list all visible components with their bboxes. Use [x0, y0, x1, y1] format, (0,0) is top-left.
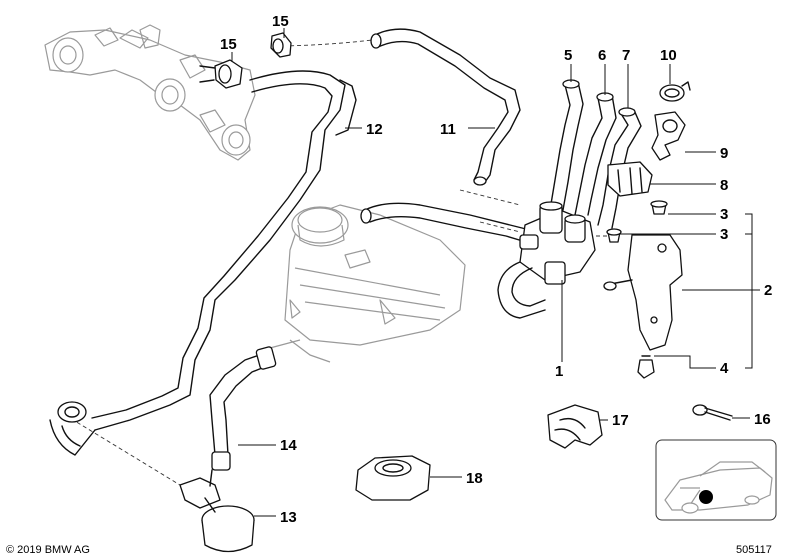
bracket-2: [603, 234, 683, 351]
callout-9: 9: [720, 145, 728, 162]
leader-lines: [231, 28, 760, 517]
hoses-5-6-7: [549, 79, 642, 229]
callout-2: 2: [764, 282, 772, 299]
car-location-inset: [655, 439, 777, 521]
clamp-15-upper: [270, 32, 292, 58]
callout-11: 11: [440, 121, 456, 138]
callout-3-lower: 3: [720, 226, 728, 243]
grommet-3-lower: [606, 228, 622, 243]
callout-5: 5: [564, 47, 572, 64]
hose-tank-to-valve: [360, 202, 531, 243]
callout-12: 12: [366, 121, 383, 138]
diagram-number: 505117: [736, 544, 772, 556]
callout-7: 7: [622, 47, 630, 64]
callout-16: 16: [754, 411, 771, 428]
clamp-15-lower: [199, 59, 243, 89]
location-marker-dot: [699, 490, 713, 504]
callout-6: 6: [598, 47, 606, 64]
water-pump-13: [179, 469, 255, 553]
callout-labels: 15 15 12 11 5 6 7 10 9 8 3 3 2 1 4 16 17…: [220, 13, 772, 526]
callout-4: 4: [720, 360, 729, 377]
grommet-3-upper: [650, 200, 668, 215]
hose-clamp-10: [659, 81, 691, 102]
hose-12: [91, 70, 357, 431]
callout-15-lower: 15: [220, 36, 237, 53]
bolt-16: [692, 404, 733, 421]
grommet-18: [355, 455, 431, 501]
clip-17: [547, 404, 603, 449]
holder-4: [637, 355, 655, 379]
callout-15-upper: 15: [272, 13, 289, 30]
expansion-tank-outline: [269, 204, 466, 363]
hose-14: [209, 346, 277, 471]
callout-17: 17: [612, 412, 629, 429]
callout-3-upper: 3: [720, 206, 728, 223]
callout-18: 18: [466, 470, 483, 487]
hose-11: [370, 28, 521, 186]
callout-1: 1: [555, 363, 563, 380]
callout-8: 8: [720, 177, 728, 194]
engine-manifold-outline: [44, 24, 256, 161]
callout-10: 10: [660, 47, 677, 64]
callout-13: 13: [280, 509, 297, 526]
copyright-text: © 2019 BMW AG: [6, 544, 90, 556]
holder-9: [651, 111, 686, 161]
water-valve-1: [497, 201, 596, 319]
clamp-left: [49, 401, 96, 456]
callout-14: 14: [280, 437, 297, 454]
clip-8: [607, 161, 653, 197]
